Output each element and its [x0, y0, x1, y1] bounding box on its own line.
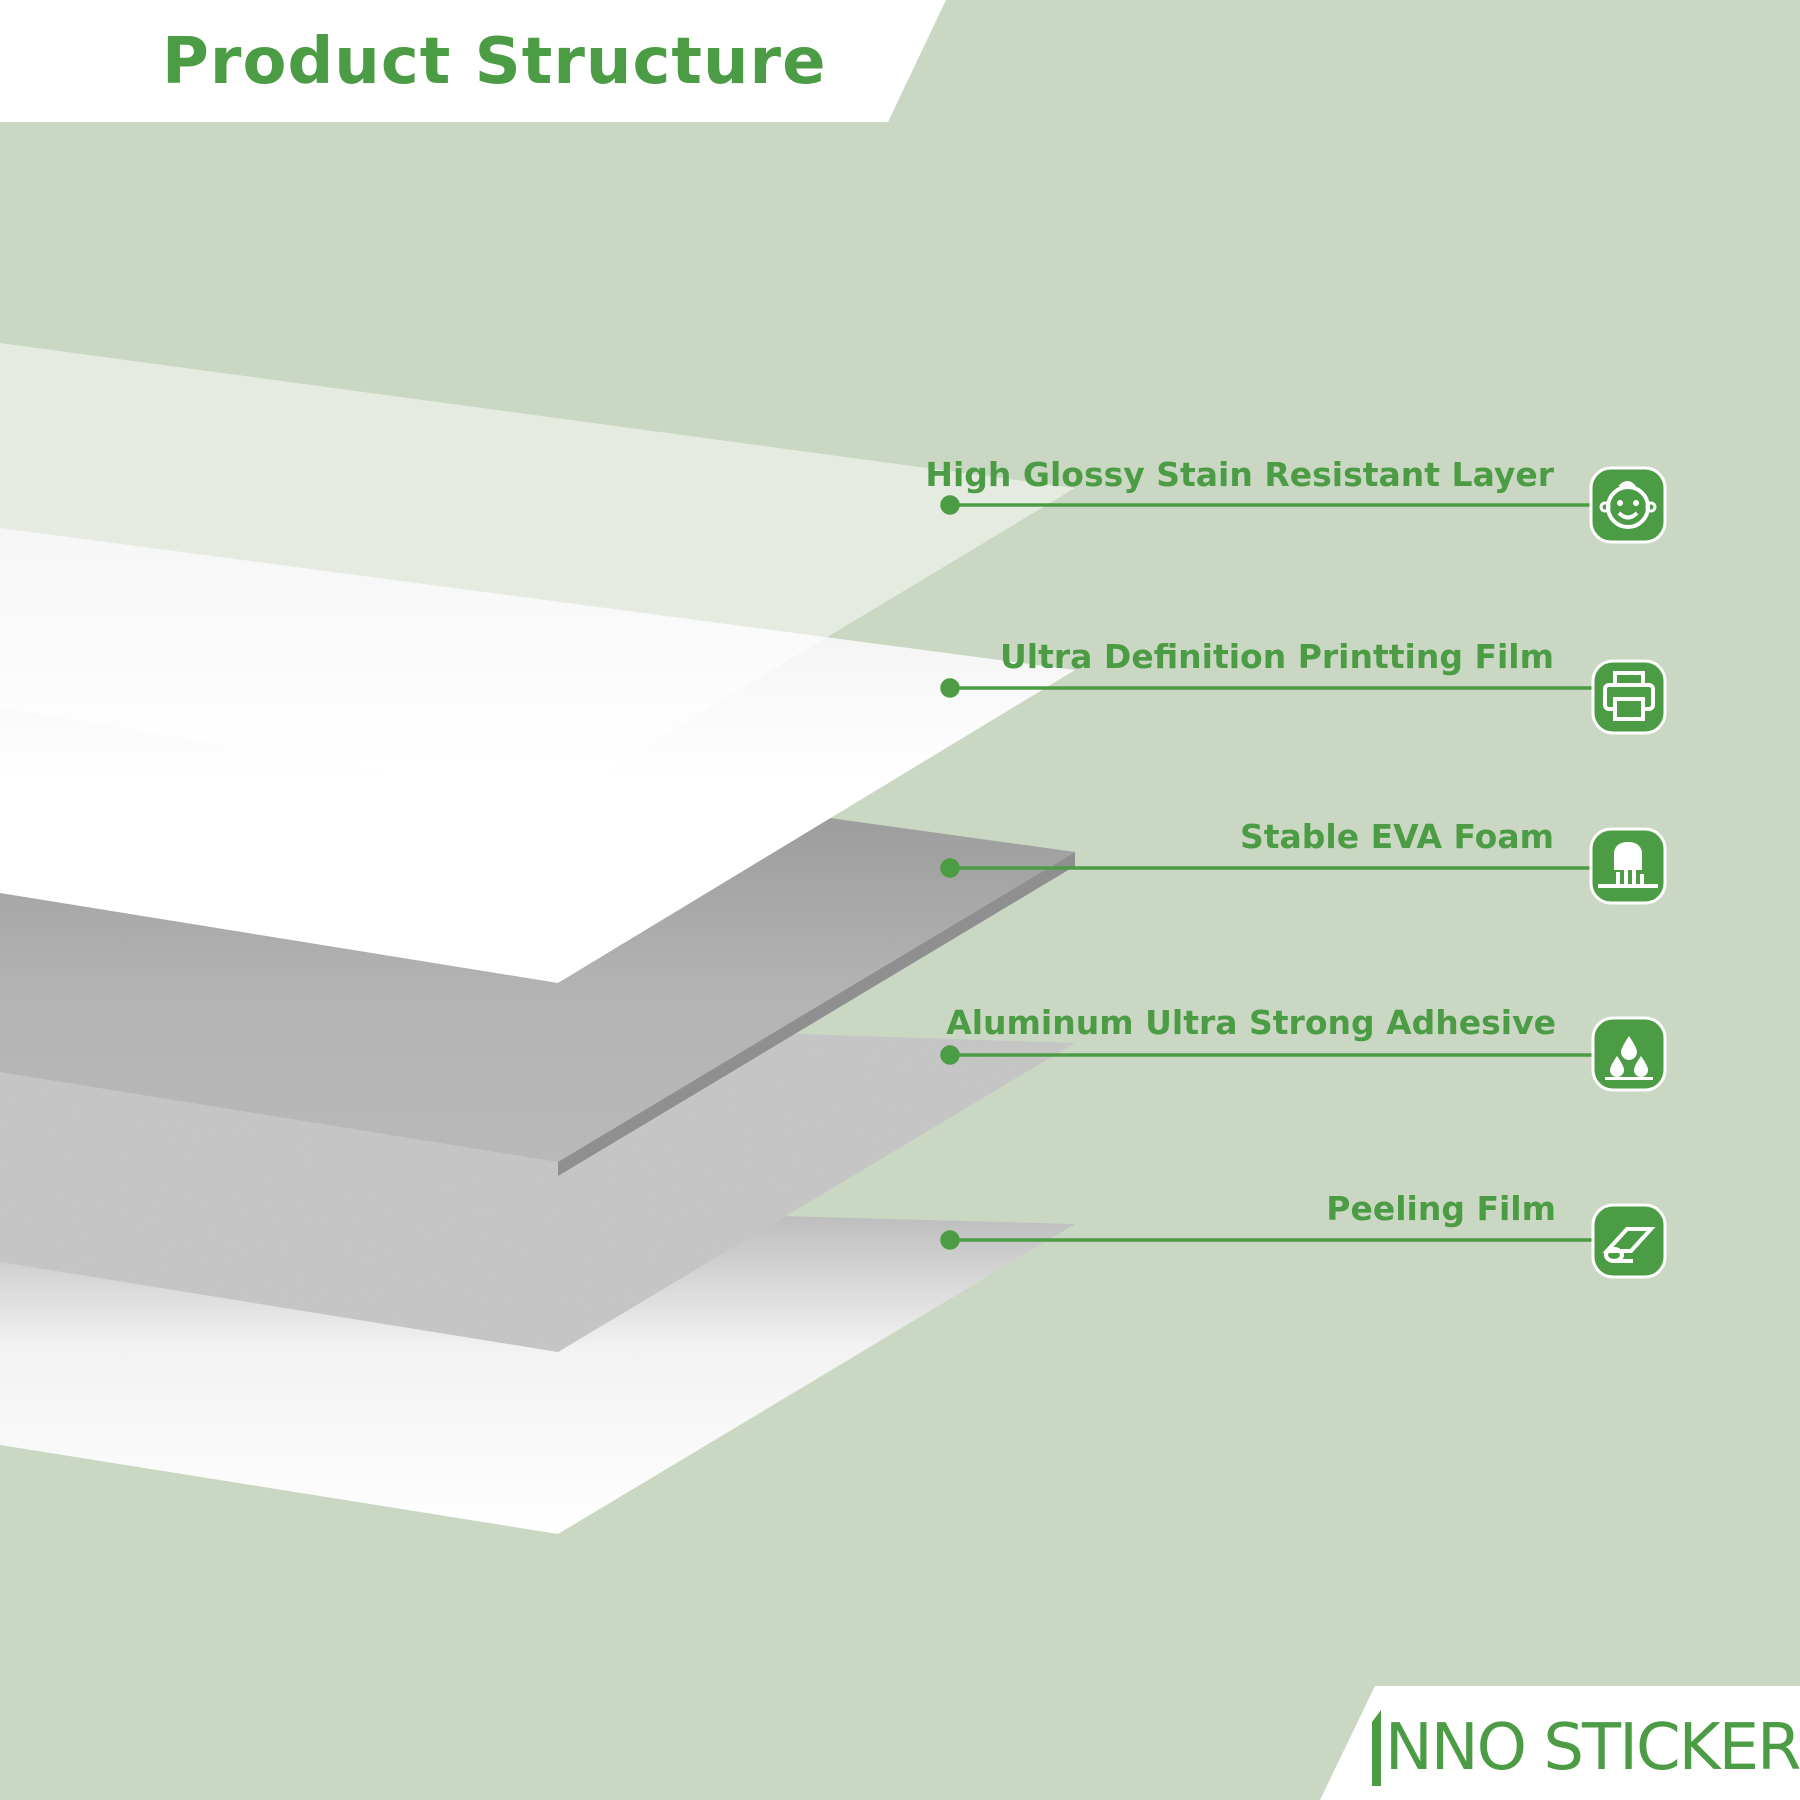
- baby-face-icon: [1589, 466, 1667, 544]
- layer-eva-foam-edge: [558, 852, 1075, 1176]
- water-drops-icon: [1591, 1016, 1667, 1092]
- label-eva-foam: Stable EVA Foam: [1239, 817, 1554, 856]
- brand-logo-bar: [1372, 1722, 1381, 1786]
- label-aluminum-adhesive: Aluminum Ultra Strong Adhesive: [946, 1003, 1556, 1042]
- label-high-glossy-layer: High Glossy Stain Resistant Layer: [925, 455, 1554, 494]
- hand-press-icon: [1589, 827, 1667, 905]
- brand-banner: [1320, 1686, 1800, 1800]
- printer-icon: [1591, 659, 1667, 735]
- title-banner-shape: [0, 0, 946, 122]
- film-roll-icon: [1591, 1203, 1667, 1279]
- label-peeling-film: Peeling Film: [1326, 1189, 1556, 1228]
- leader-lines: [940, 495, 1597, 1250]
- layer-glossy: [0, 343, 1075, 799]
- brand-logo-accent: [1372, 1710, 1381, 1722]
- page-title: Product Structure: [162, 25, 827, 99]
- brand-name: INNO STICKERS: [1368, 1711, 1800, 1785]
- label-printing-film: Ultra Definition Printting Film: [1000, 637, 1554, 676]
